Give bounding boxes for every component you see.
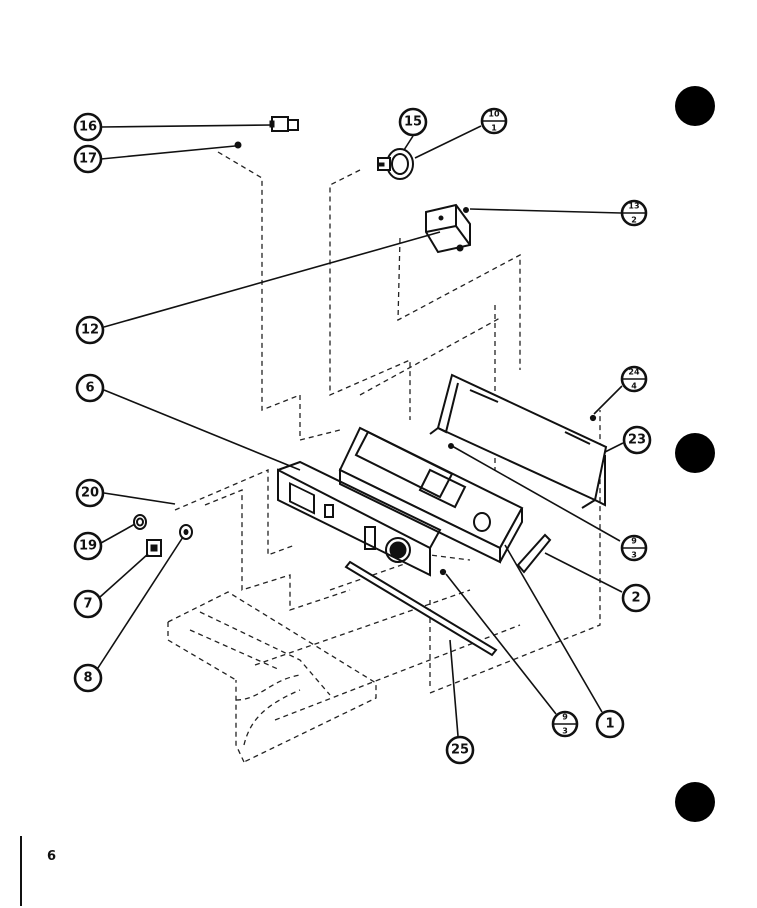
part-1-console: [338, 426, 524, 564]
callout-1: 1: [595, 709, 625, 739]
part-25-trim-strip: [344, 560, 498, 657]
svg-text:4: 4: [631, 382, 637, 391]
svg-text:8: 8: [83, 671, 92, 686]
binder-hole-top: [675, 86, 715, 126]
svg-text:9: 9: [562, 713, 568, 722]
svg-text:3: 3: [562, 727, 568, 736]
part-15-timer: [377, 148, 414, 180]
callout-6: 6: [75, 373, 105, 403]
part-12-timer: [425, 203, 471, 254]
ref-callout-9-3-bottom: 9 3: [551, 710, 579, 738]
callout-15: 15: [398, 107, 428, 137]
svg-text:1: 1: [605, 717, 614, 732]
svg-text:9: 9: [631, 537, 637, 546]
leader-lines: [95, 124, 624, 737]
callout-20: 20: [75, 478, 105, 508]
ref-callout-24-4: 24 4: [620, 365, 648, 393]
svg-text:20: 20: [81, 486, 99, 501]
svg-text:12: 12: [81, 323, 99, 338]
callout-2: 2: [621, 583, 651, 613]
callout-25: 25: [445, 735, 475, 765]
part-16-switch: [269, 116, 299, 132]
page-margin-rule: [20, 836, 22, 906]
svg-text:3: 3: [631, 551, 637, 560]
callout-16: 16: [73, 112, 103, 142]
callout-8: 8: [73, 663, 103, 693]
ref-callout-13-2: 13 2: [620, 199, 648, 227]
callout-23: 23: [622, 425, 652, 455]
callout-7: 7: [73, 589, 103, 619]
callout-19: 19: [73, 531, 103, 561]
svg-text:25: 25: [451, 743, 469, 758]
svg-text:17: 17: [79, 152, 97, 167]
svg-text:23: 23: [628, 433, 646, 448]
ref-callout-10-1: 10 1: [480, 107, 508, 135]
svg-text:15: 15: [404, 115, 422, 130]
part-17-screw: [234, 141, 242, 149]
part-19-knob: [133, 514, 147, 530]
part-2-end-cap: [516, 533, 552, 574]
svg-text:2: 2: [631, 591, 640, 606]
part-23-bracket: [429, 373, 608, 509]
svg-text:19: 19: [79, 539, 97, 554]
cabinet-top-outline: [167, 591, 377, 763]
page-number: 6: [47, 849, 57, 864]
binder-hole-middle: [675, 433, 715, 473]
svg-text:24: 24: [628, 368, 640, 377]
part-7-button: [146, 539, 162, 557]
ref-callout-9-3-right: 9 3: [620, 534, 648, 562]
part-8-washer: [179, 524, 193, 540]
svg-text:1: 1: [491, 124, 497, 133]
svg-text:16: 16: [79, 120, 97, 135]
svg-text:2: 2: [631, 216, 637, 225]
callout-17: 17: [73, 144, 103, 174]
svg-text:13: 13: [628, 202, 639, 211]
binder-hole-bottom: [675, 782, 715, 822]
svg-text:6: 6: [85, 381, 94, 396]
callout-12: 12: [75, 315, 105, 345]
svg-text:10: 10: [488, 110, 500, 119]
svg-text:7: 7: [83, 597, 92, 612]
